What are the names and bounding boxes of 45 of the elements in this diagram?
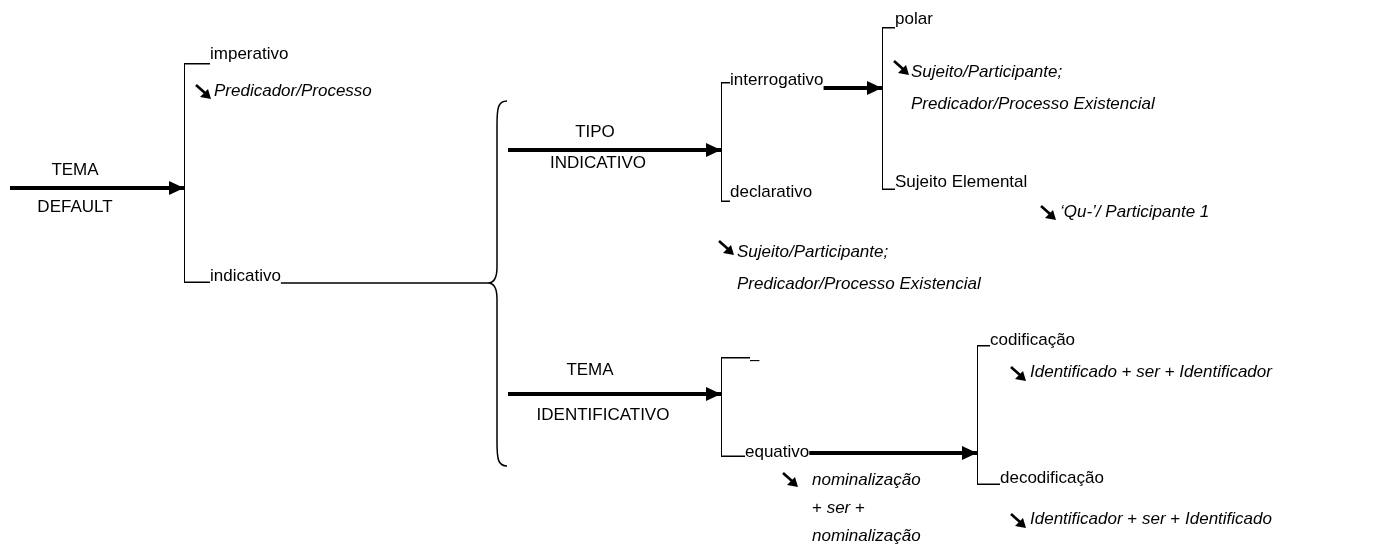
realization-text: Identificador + ser + Identificado	[1030, 509, 1273, 529]
feature-term: decodificação	[1000, 468, 1104, 488]
system-name: INDICATIVO	[550, 153, 646, 173]
connector-line	[881, 27, 896, 29]
realization-text: Sujeito/Participante; Predicador/Processo Existencial	[911, 61, 1156, 115]
system-name: DEFAULT	[37, 197, 113, 217]
feature-term: interrogativo	[730, 70, 824, 90]
connector-line	[720, 82, 731, 84]
connector-line	[720, 455, 746, 457]
connector-line	[720, 200, 731, 202]
realization-text: Predicador/Processo	[214, 81, 373, 101]
bracket-line	[882, 27, 883, 190]
system-name: TEMA	[566, 360, 614, 380]
system-name: IDENTIFICATIVO	[536, 405, 670, 425]
system-name: TEMA	[51, 160, 99, 180]
connector-line	[720, 357, 751, 359]
connector-line	[976, 345, 991, 347]
realization-text: nominalização + ser + nominalização	[812, 469, 922, 547]
connector-line	[881, 188, 896, 190]
realization-text: Identificado + ser + Identificador	[1030, 362, 1274, 382]
feature-term: indicativo	[210, 266, 281, 286]
arrow	[823, 81, 882, 95]
arrow	[809, 446, 977, 460]
connector-line	[183, 281, 211, 283]
realization-text: ‘Qu-’/ Participante 1	[1060, 202, 1211, 222]
feature-term: declarativo	[730, 182, 813, 202]
bracket-line	[977, 345, 978, 485]
bracket-line	[721, 357, 722, 457]
bracket-line	[184, 63, 185, 283]
connector-line	[183, 63, 211, 65]
curly-brace	[488, 100, 508, 467]
feature-term: equativo	[745, 442, 810, 462]
feature-term: Sujeito Elemental	[895, 172, 1028, 192]
connector-line	[280, 282, 489, 284]
feature-term: codificação	[990, 330, 1076, 350]
arrow	[508, 143, 721, 157]
system-name: TIPO	[575, 122, 615, 142]
feature-term: imperativo	[210, 44, 289, 64]
connector-line	[976, 483, 1001, 485]
feature-term: polar	[895, 9, 933, 29]
arrow	[10, 181, 184, 195]
arrow	[508, 387, 721, 401]
feature-term: –	[750, 350, 760, 370]
realization-text: Sujeito/Participante; Predicador/Processo Existencial	[737, 241, 982, 295]
bracket-line	[721, 82, 722, 202]
